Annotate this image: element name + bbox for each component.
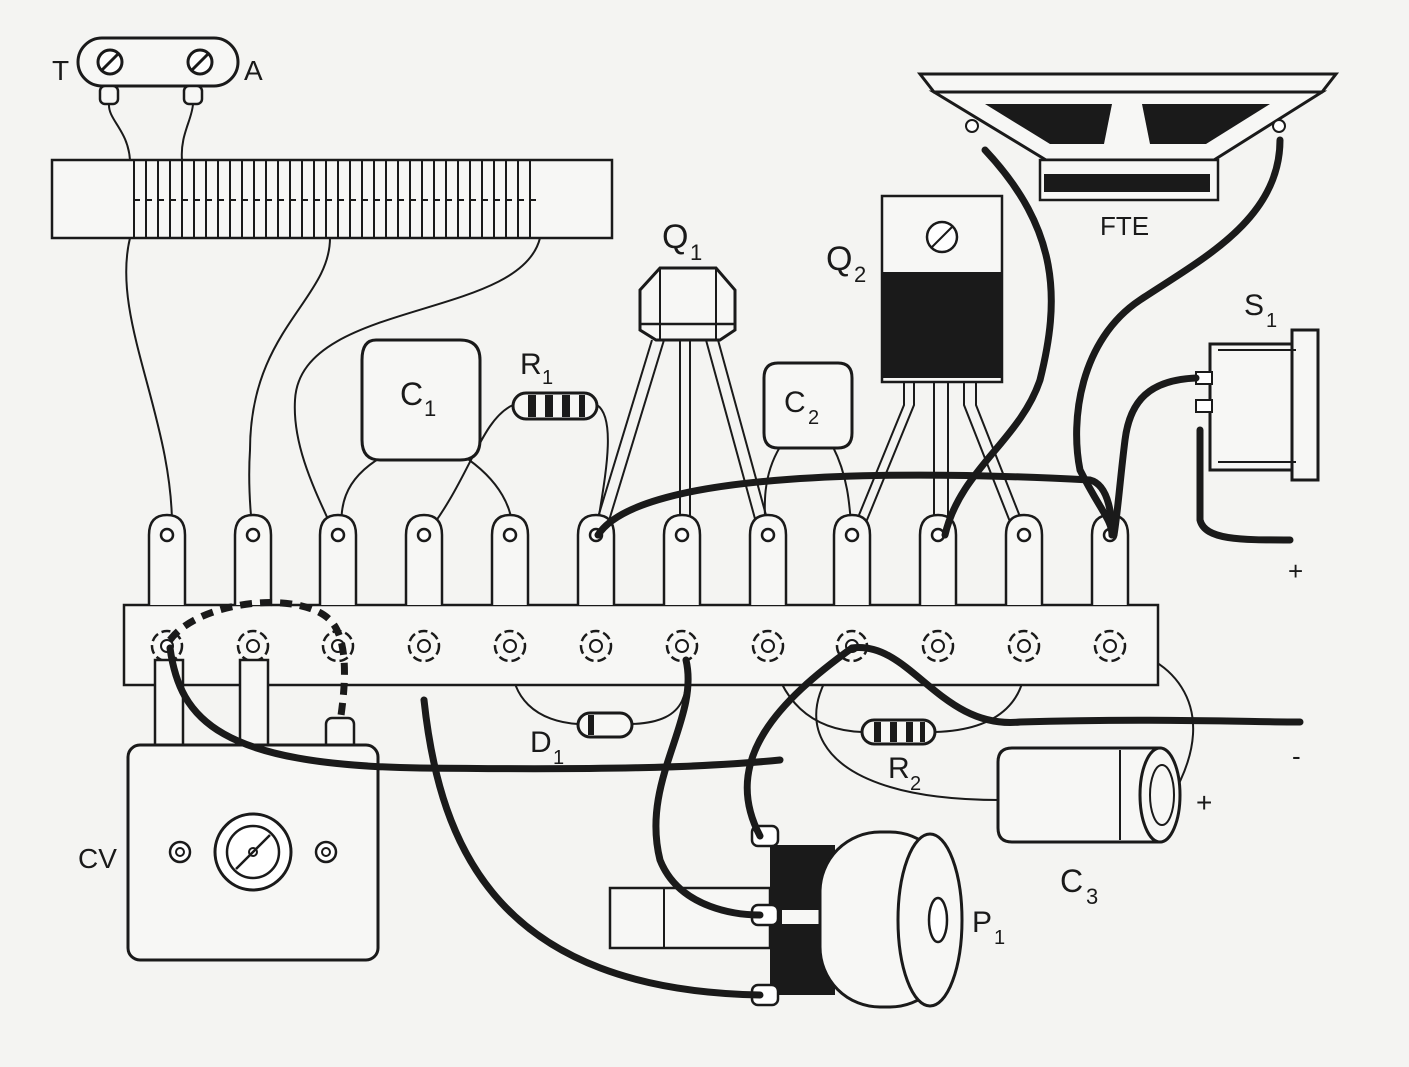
solder-tab-hole [416, 527, 432, 543]
solder-tabs [147, 513, 1130, 605]
label-s1: S [1244, 289, 1264, 322]
solder-lug-icon [1093, 629, 1127, 663]
capacitor-c3: C 3 + [996, 746, 1212, 909]
solder-tab-hole [760, 527, 776, 543]
transistor-q2: Q 2 [826, 194, 1029, 538]
solder-lug-icon [407, 629, 441, 663]
label-supply-plus: + [1288, 556, 1303, 586]
label-r1: R [520, 348, 542, 381]
ferrite-rod-coil [50, 158, 614, 240]
label-c3: C [1060, 863, 1083, 899]
mounting-hole-icon [925, 220, 959, 254]
solder-lug-icon [236, 629, 270, 663]
label-terminal-a: A [244, 55, 263, 86]
solder-tab-hole [159, 527, 175, 543]
solder-tab-hole [245, 527, 261, 543]
label-r1-sub: 1 [542, 367, 553, 389]
solder-tab [404, 513, 444, 605]
diode-d1: D 1 [530, 711, 634, 769]
label-c1: C [400, 376, 423, 412]
label-fte: FTE [1100, 211, 1149, 241]
solder-lug-icon [921, 629, 955, 663]
transistor-q1: Q 1 [591, 218, 773, 538]
variable-capacitor-cv: CV [78, 658, 380, 962]
label-r2-sub: 2 [910, 773, 921, 795]
label-r2: R [888, 752, 910, 785]
solder-tab [748, 513, 788, 605]
dashed-wire [167, 599, 348, 723]
label-terminal-t: T [52, 55, 69, 86]
solder-lug-icon [751, 629, 785, 663]
label-p1: P [972, 906, 992, 939]
capacitor-c2: C 2 [762, 361, 854, 450]
solder-tab-hole [1016, 527, 1032, 543]
thick-wires [166, 136, 1304, 999]
solder-tab [1004, 513, 1044, 605]
solder-lug-icon [1007, 629, 1041, 663]
label-d1: D [530, 726, 552, 759]
speaker-fte: FTE [916, 72, 1340, 241]
screw-a-icon [186, 48, 214, 76]
resistor-r2: R 2 [860, 718, 937, 795]
label-c1-sub: 1 [424, 396, 436, 421]
label-supply-minus: - [1292, 741, 1301, 771]
solder-tab [832, 513, 872, 605]
label-q2-sub: 2 [854, 262, 866, 287]
solder-tab [233, 513, 273, 605]
label-s1-sub: 1 [1266, 310, 1277, 332]
solder-tab [490, 513, 530, 605]
label-q1: Q [662, 218, 688, 256]
capacitor-c1: C 1 [360, 338, 482, 462]
label-c2: C [784, 386, 806, 419]
label-q2: Q [826, 240, 852, 278]
terminal-strip [122, 513, 1160, 687]
antenna-terminal-block: T A [52, 36, 263, 106]
solder-tab [147, 513, 187, 605]
solder-tab-hole [844, 527, 860, 543]
solder-tab-hole [674, 527, 690, 543]
label-q1-sub: 1 [690, 240, 702, 265]
solder-tab-hole [502, 527, 518, 543]
tuning-shaft-icon [213, 812, 293, 892]
solder-lug-icon [665, 629, 699, 663]
label-c3-sub: 3 [1086, 884, 1098, 909]
solder-tab [662, 513, 702, 605]
label-c3-plus: + [1196, 787, 1212, 818]
solder-lug-icon [579, 629, 613, 663]
solder-tab [576, 513, 616, 605]
solder-lugs [150, 629, 1127, 663]
label-cv: CV [78, 843, 117, 874]
coil-turns [133, 160, 536, 238]
solder-tab-hole [330, 527, 346, 543]
label-c2-sub: 2 [808, 407, 819, 429]
switch-s1: S 1 [1195, 289, 1320, 482]
label-p1-sub: 1 [994, 927, 1005, 949]
solder-tab [318, 513, 358, 605]
resistor-r1: R 1 [511, 348, 599, 421]
label-d1-sub: 1 [553, 747, 564, 769]
screw-t-icon [96, 48, 124, 76]
solder-lug-icon [493, 629, 527, 663]
